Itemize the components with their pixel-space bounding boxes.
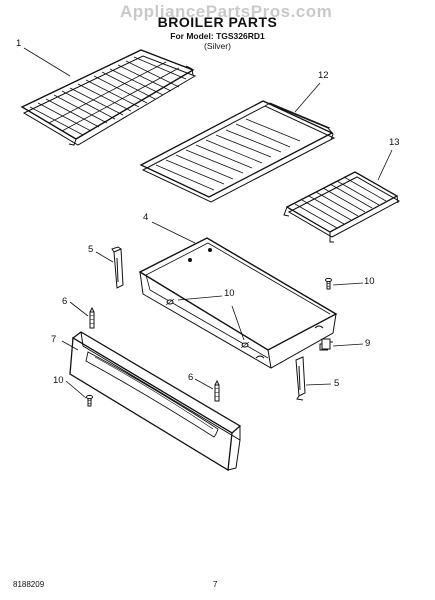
variant-label: (Silver) [204,41,231,51]
callout-9: 9 [365,338,371,349]
drawer-slide-right [295,356,306,401]
drawer-front-panel [69,331,242,472]
handle-stud-left [89,306,95,329]
oven-rack-wires [29,56,187,136]
drawer-clip [319,338,333,351]
callout-5-left: 5 [88,244,94,255]
screw-front-panel [86,394,93,407]
callout-5-right: 5 [334,378,340,389]
broiler-insert-slots [155,118,301,191]
broiler-grid-wires [294,176,387,229]
handle-recess [85,351,219,438]
callout-10-right: 10 [364,276,375,287]
callout-6-left: 6 [62,296,68,307]
screw-right-top [325,277,332,290]
watermark: AppliancePartsPros.com [120,2,333,21]
broiler-insert-support [139,100,336,203]
callout-7: 7 [51,334,57,345]
callout-6-right: 6 [188,372,194,383]
callout-12: 12 [318,70,329,81]
handle-stud-right [214,379,220,402]
callout-1: 1 [16,38,22,49]
callout-10-drawer: 10 [224,288,235,299]
callout-10-panel: 10 [53,375,64,386]
model-line: For Model: TGS326RD1 [170,31,265,41]
leader-lines [23,47,393,399]
drawer-slide-left [111,246,124,289]
oven-rack [20,49,197,146]
callout-4: 4 [143,212,149,223]
callout-13: 13 [389,137,400,148]
screw-drawer-right [240,341,250,349]
diagram-title: BROILER PARTS [157,14,278,30]
page-number: 7 [213,580,218,589]
document-number: 8188209 [13,580,45,589]
screw-drawer-left [165,298,175,306]
broiler-grid [283,171,401,243]
